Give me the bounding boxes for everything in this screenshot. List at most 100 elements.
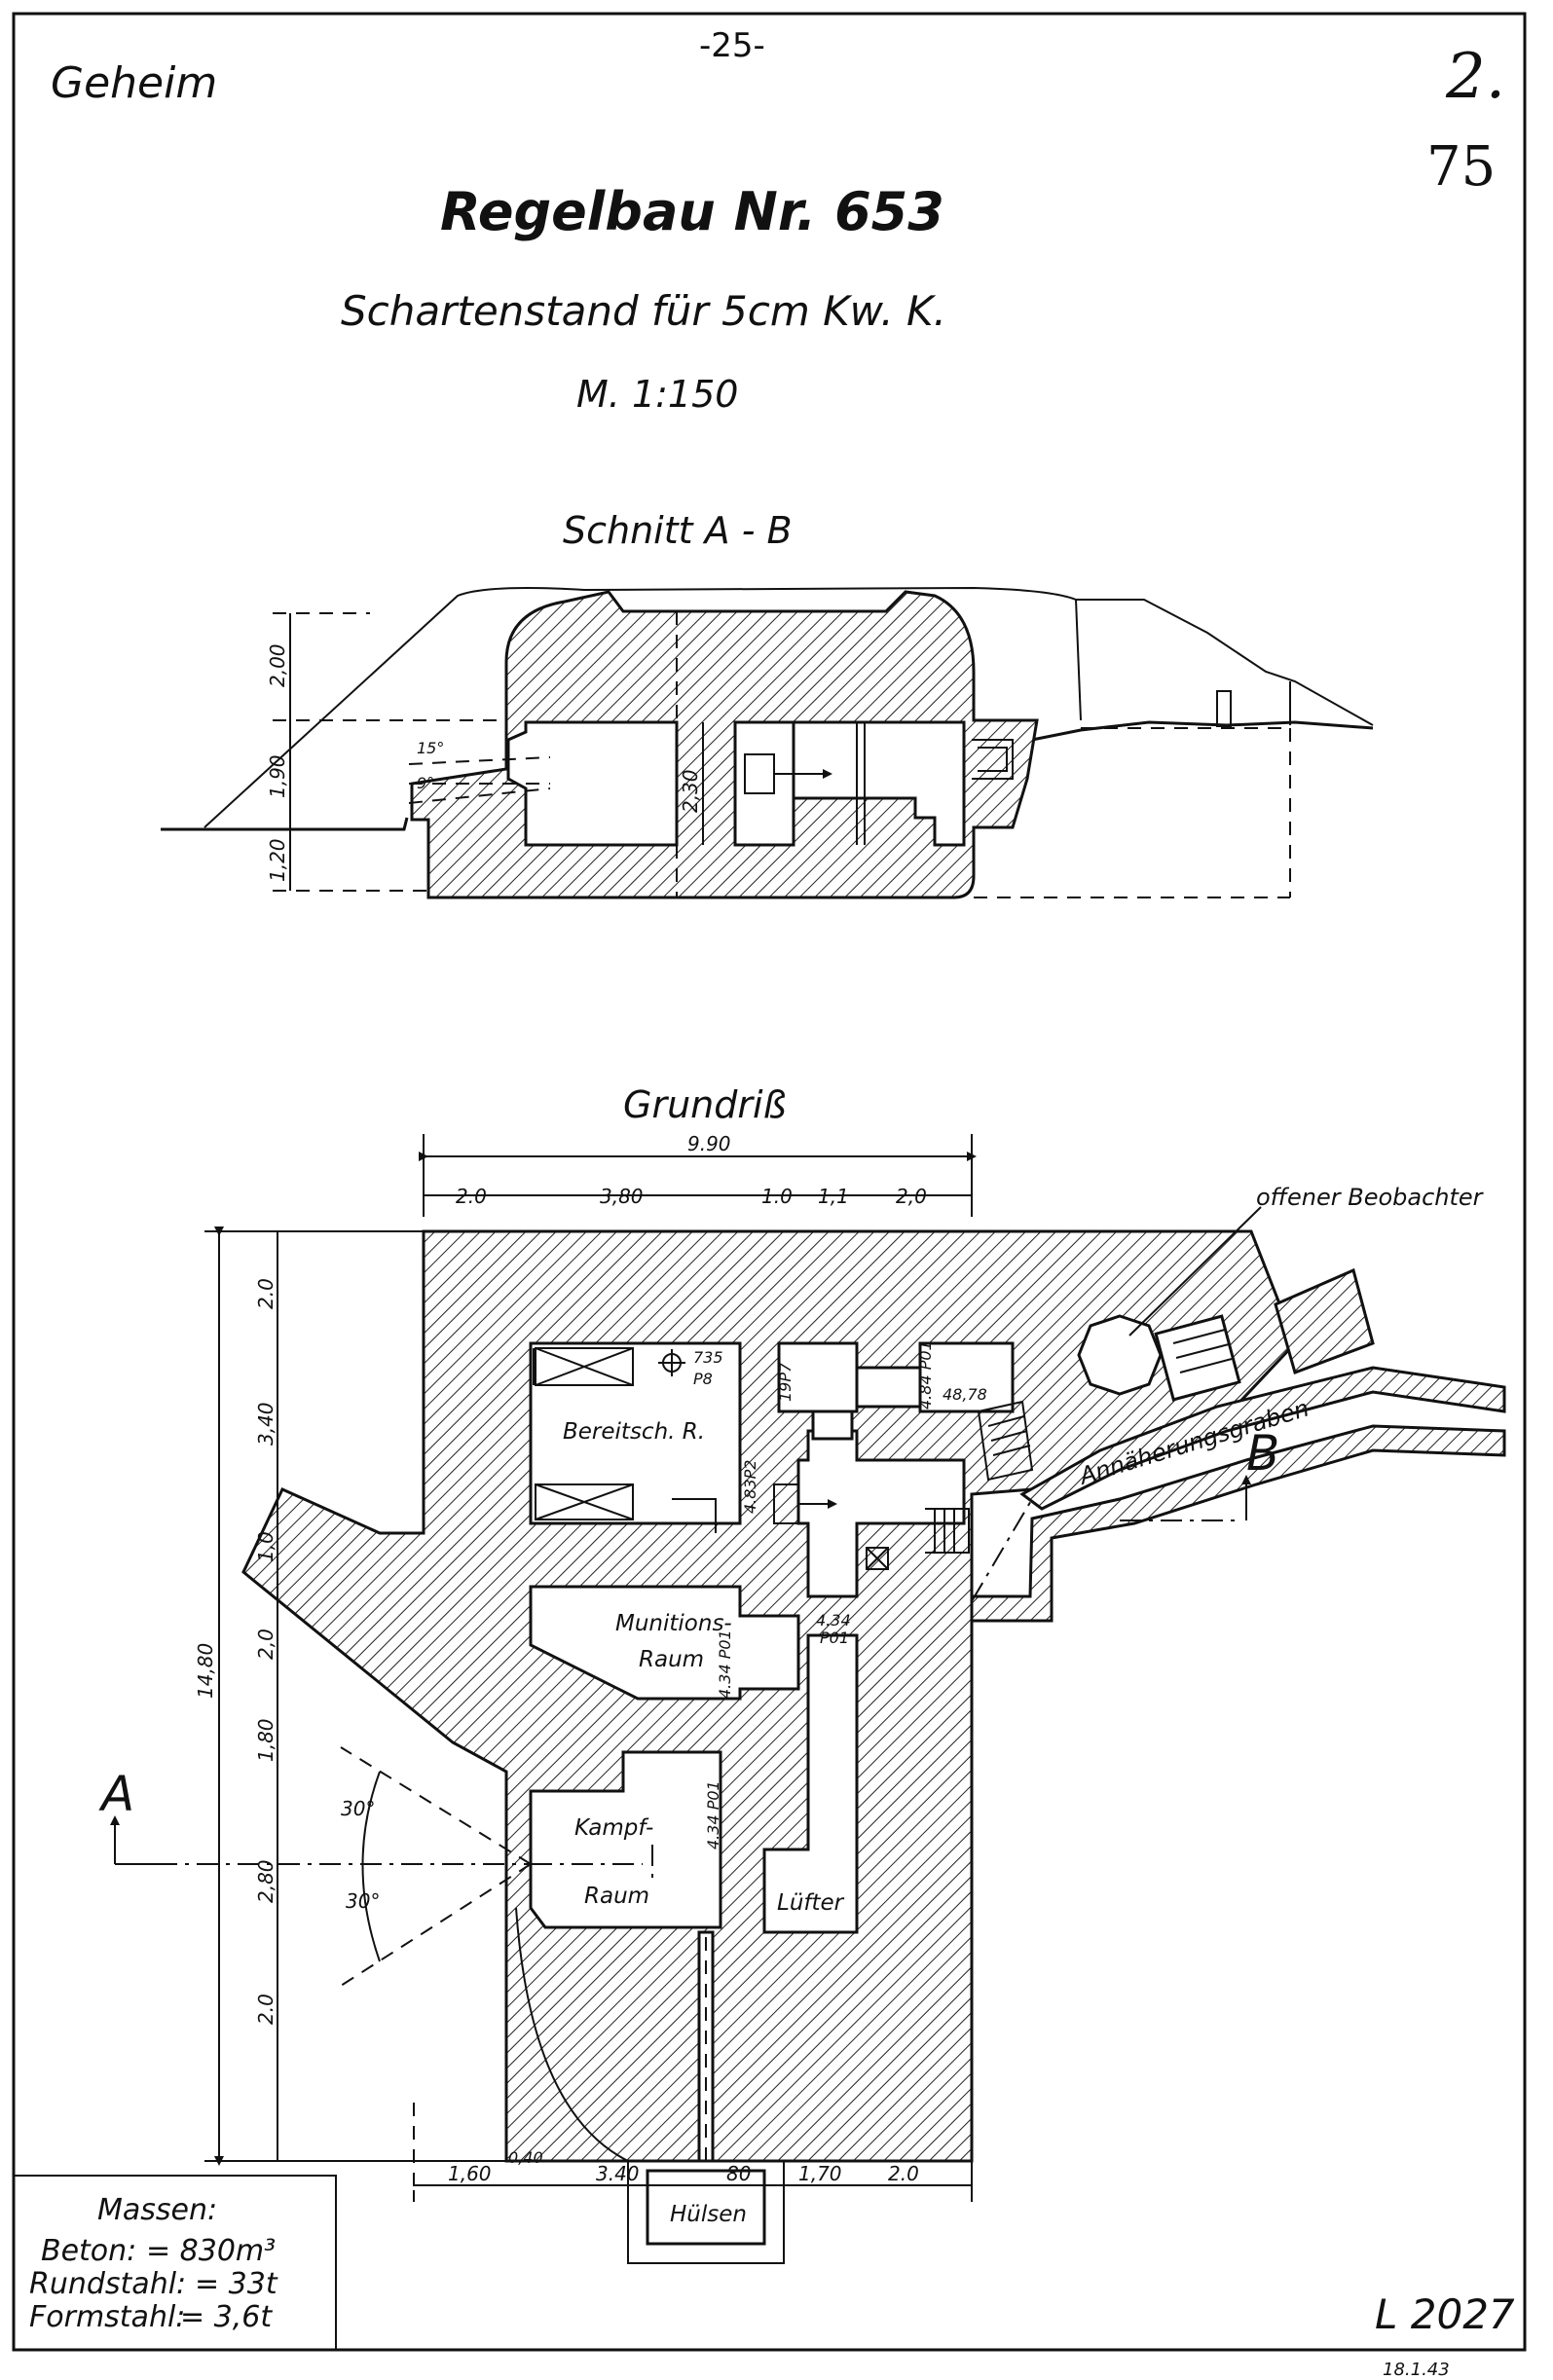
plan-title: Grundriß	[623, 1083, 786, 1126]
drawing-subtitle: Schartenstand für 5cm Kw. K.	[341, 287, 946, 335]
sheet-mark: 2.	[1445, 41, 1505, 113]
masses-form-steel-label: Formstahl:	[29, 2300, 185, 2334]
plan-left-dim-5: 2,80	[254, 1859, 277, 1903]
plan-top-dim-2: 1.0	[761, 1185, 793, 1208]
section-room-right	[792, 720, 966, 847]
combat-room-label-1: Kampf-	[574, 1815, 653, 1841]
trench-wall-upper	[1019, 1366, 1506, 1511]
section-cut-line-mid	[531, 1845, 653, 1879]
section-view: Schnitt A - B 15° 9°	[161, 509, 1374, 899]
masses-concrete-label: Beton:	[41, 2234, 136, 2268]
observer-stairs	[977, 1400, 1034, 1482]
drawing-number: L 2027	[1375, 2290, 1515, 2338]
plan-left-dim-3: 2,0	[254, 1629, 277, 1660]
section-dim-2-30: 2,30	[679, 769, 702, 813]
section-dim-1-90: 1,90	[266, 754, 289, 798]
ammo-room-label-2: Raum	[639, 1647, 704, 1672]
ground-right	[1031, 720, 1374, 742]
earth-slope-inner	[1075, 599, 1082, 721]
drawing-title: Regelbau Nr. 653	[440, 181, 944, 242]
plan-bottom-dim-2: 3.40	[596, 2162, 640, 2185]
plan-view: Grundriß 9.90 2.0 3,80 1.0 1,1 2,0	[98, 1083, 1506, 2264]
plan-top-dim-4: 2,0	[896, 1185, 927, 1208]
observer-ladder	[1154, 1314, 1241, 1402]
ammo-room	[529, 1585, 800, 1701]
masses-form-steel-value: = 3,6t	[180, 2300, 273, 2334]
cot-top-x2	[535, 1347, 634, 1386]
plan-top-dim-3: 1,1	[818, 1185, 849, 1208]
embrasure-line-1	[408, 756, 551, 765]
combat-room	[529, 1750, 722, 1929]
door-label-4878: 48,78	[943, 1385, 987, 1404]
observer-block	[1274, 1267, 1375, 1374]
masses-box-border	[14, 2175, 337, 2350]
observer-octagon	[1077, 1314, 1163, 1396]
observer-label: offener Beobachter	[1256, 1184, 1485, 1211]
drawing-scale: M. 1:150	[576, 373, 738, 416]
section-cut-line-b	[971, 1498, 1033, 1602]
casings-label: Hülsen	[670, 2202, 747, 2227]
marker-b: B	[1246, 1425, 1279, 1482]
page-number: -25-	[699, 26, 765, 65]
entrance-stairs	[925, 1508, 970, 1554]
plan-top-dim-1: 3,80	[600, 1185, 644, 1208]
plan-bottom-dim-4: 1,70	[798, 2162, 842, 2185]
cot-bottom	[535, 1483, 634, 1520]
section-vent-pipe	[1216, 690, 1232, 727]
section-angle-15: 15°	[417, 739, 444, 757]
masses-title: Massen:	[97, 2193, 217, 2227]
door-label-434c: 4.34 P01	[704, 1780, 722, 1849]
plan-hatch-box	[866, 1547, 889, 1570]
door-label-p01a: P01	[820, 1629, 849, 1647]
central-corridor	[796, 1429, 966, 1598]
door-label-434a: 4.34	[816, 1611, 851, 1629]
casings-pit	[627, 2161, 785, 2264]
plan-left-dim-1: 3,40	[254, 1402, 277, 1446]
earth-cover	[203, 586, 1374, 828]
section-stair-detail	[972, 739, 1014, 780]
sheet-number: 75	[1426, 135, 1496, 199]
plan-left-dim-4: 1,80	[254, 1718, 277, 1762]
door-label-434b: 4.34 P01	[716, 1629, 734, 1699]
marker-a: A	[98, 1766, 134, 1822]
plan-left-dim-2: 1,0	[254, 1531, 277, 1562]
ventilator-label: Lüfter	[777, 1890, 845, 1916]
embrasure-line-3	[408, 787, 551, 804]
section-dim-2-00: 2,00	[266, 643, 289, 687]
ready-room-label: Bereitsch. R.	[563, 1419, 705, 1445]
plan-left-dim-0: 2.0	[254, 1278, 277, 1309]
firing-angle-upper: 30°	[341, 1797, 375, 1820]
firing-sector-arc	[361, 1771, 381, 1962]
plan-left-dim-6: 2.0	[254, 1994, 277, 2025]
sheet-border	[12, 12, 1527, 2352]
ammo-room-label-1: Munitions-	[615, 1611, 732, 1636]
masses-box: Massen: Beton: = 830m³ Rundstahl: = 33t …	[14, 2175, 337, 2350]
cot-top	[535, 1347, 634, 1386]
door-label-p8: P8	[693, 1370, 713, 1388]
ventilator-room	[762, 1633, 859, 1934]
classification-label: Geheim	[51, 58, 217, 108]
cot-bot-x2	[535, 1483, 634, 1520]
observer-leader	[1128, 1206, 1262, 1336]
plan-bottom-dim-3: 80	[726, 2162, 751, 2185]
plan-top-dim-0: 2.0	[456, 1185, 487, 1208]
firing-angle-lower: 30°	[346, 1889, 380, 1913]
ready-room	[529, 1341, 742, 1525]
upper-passage	[855, 1366, 922, 1409]
masses-round-steel-value: = 33t	[195, 2267, 278, 2301]
masses-round-steel-label: Rundstahl:	[29, 2267, 186, 2301]
observer-ladder-rungs	[1172, 1329, 1233, 1373]
plan-overall-width: 9.90	[687, 1132, 731, 1155]
combat-front-wall	[515, 1907, 629, 2162]
section-title: Schnitt A - B	[563, 509, 793, 552]
door-label-735: 735	[693, 1348, 723, 1367]
section-dim-1-20: 1,20	[266, 838, 289, 882]
door-label-484p01: 4.84 P01	[916, 1340, 935, 1410]
door-label-483p2: 4.83P2	[741, 1460, 759, 1514]
plan-bottom-dim-1: 0,40	[508, 2148, 543, 2167]
ground-left	[161, 817, 409, 831]
plan-door-step	[672, 1498, 717, 1533]
vertical-passage	[811, 1410, 854, 1441]
trench-wall-lower	[970, 1424, 1506, 1623]
